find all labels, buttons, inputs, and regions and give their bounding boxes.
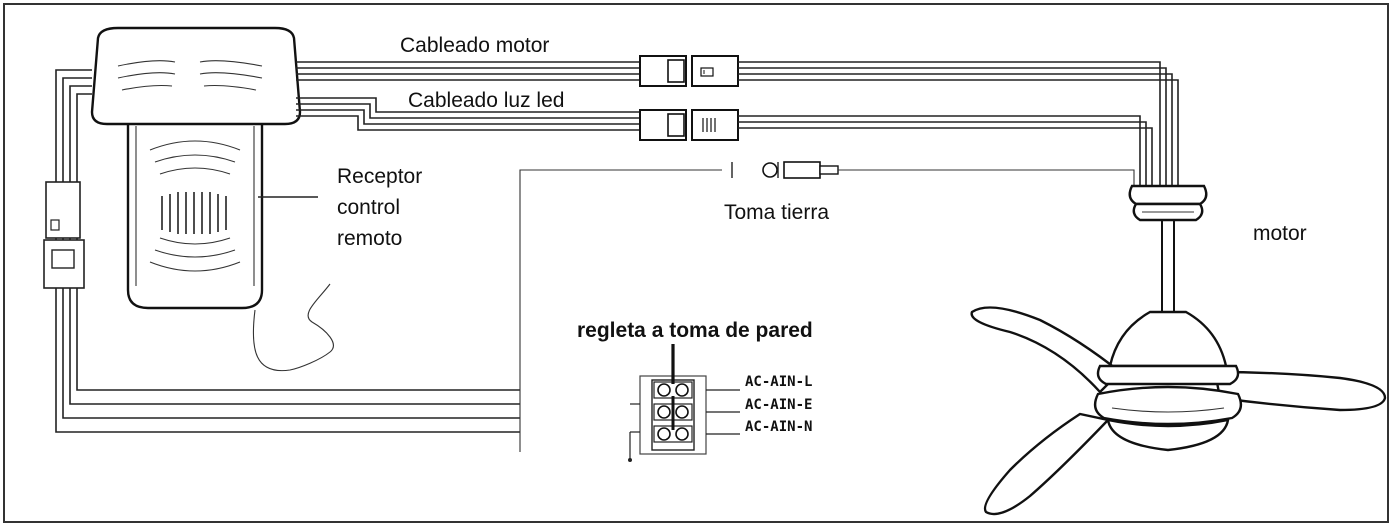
label-regleta: regleta a toma de pared bbox=[577, 319, 813, 342]
motor-cable bbox=[296, 55, 1179, 186]
label-cableado-motor: Cableado motor bbox=[400, 34, 549, 57]
label-terminal-n: AC-AIN-N bbox=[745, 419, 812, 435]
label-receptor-line1: Receptor bbox=[337, 165, 422, 188]
receiver-unit bbox=[90, 26, 334, 372]
ceiling-fan bbox=[970, 184, 1387, 516]
label-motor: motor bbox=[1253, 222, 1307, 245]
label-cableado-luz: Cableado luz led bbox=[408, 89, 564, 112]
label-receptor-line2: control bbox=[337, 196, 400, 219]
led-cable bbox=[296, 97, 1153, 186]
receiver-vents bbox=[161, 192, 227, 234]
diagram-frame bbox=[3, 3, 1389, 523]
earth-ring-terminal bbox=[762, 162, 778, 178]
left-wire-loop bbox=[43, 69, 520, 433]
terminal-block bbox=[628, 344, 740, 462]
earth-crimp-connector bbox=[783, 161, 821, 179]
label-terminal-e: AC-AIN-E bbox=[745, 397, 812, 413]
motor-connector-male bbox=[691, 55, 739, 87]
label-terminal-l: AC-AIN-L bbox=[745, 374, 812, 390]
earth-wire bbox=[519, 161, 1135, 452]
label-receptor-line3: remoto bbox=[337, 227, 402, 250]
label-toma-tierra: Toma tierra bbox=[724, 201, 829, 224]
